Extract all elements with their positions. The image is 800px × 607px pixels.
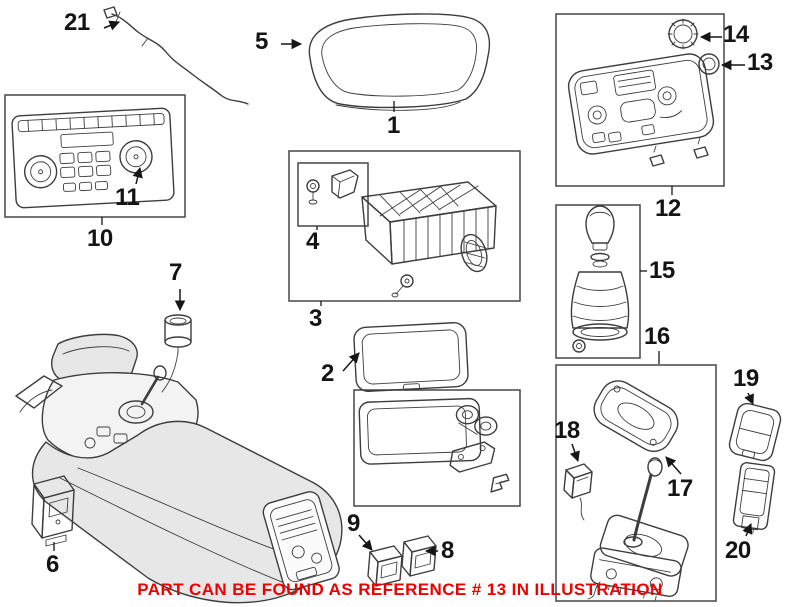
callout-5: 5: [255, 28, 268, 55]
power-outlet-drawing: [164, 314, 192, 354]
switch-9-drawing: [367, 545, 403, 587]
panel-20-drawing: [732, 462, 776, 534]
callout-16: 16: [644, 323, 670, 350]
group-box-16: [555, 364, 717, 602]
trim-19-drawing: [728, 402, 782, 462]
knob-14-drawing: [667, 18, 699, 50]
callout-13: 13: [747, 49, 773, 76]
switch-6-drawing: [31, 475, 75, 547]
storage-tray-drawing: [353, 322, 469, 392]
callout-18: 18: [554, 417, 580, 444]
center-console-drawing: [15, 333, 343, 604]
callout-11: 11: [115, 184, 140, 211]
bracket-kit-drawing: [306, 169, 359, 205]
callout-12: 12: [655, 195, 681, 222]
armrest-base-drawing: [358, 397, 510, 493]
callout-20: 20: [725, 537, 751, 564]
callout-6: 6: [46, 551, 59, 578]
callout-21: 21: [64, 9, 90, 36]
group-boxes: [4, 13, 725, 602]
callout-7: 7: [169, 259, 182, 286]
switch-8-drawing: [401, 535, 437, 577]
overhead-console-drawing: [567, 53, 715, 167]
callout-2: 2: [321, 360, 334, 387]
reference-note: PART CAN BE FOUND AS REFERENCE # 13 IN I…: [137, 580, 663, 599]
leader-lines: [53, 101, 673, 551]
cable-21-drawing: [103, 6, 249, 105]
callout-14: 14: [723, 21, 749, 48]
callout-15: 15: [649, 257, 675, 284]
group-box-12: [555, 13, 725, 187]
callout-1: 1: [387, 112, 400, 139]
shift-plate-drawing: [593, 380, 679, 453]
callout-9: 9: [347, 510, 360, 537]
group-box-10: [4, 94, 186, 218]
callout-19: 19: [733, 365, 759, 392]
switch-18-drawing: [563, 463, 593, 521]
callout-17: 17: [667, 475, 693, 502]
group-box-armrest-base: [353, 389, 521, 507]
callout-10: 10: [87, 225, 113, 252]
callout-4: 4: [306, 228, 319, 255]
group-box-3: [288, 150, 521, 302]
callout-3: 3: [309, 305, 322, 332]
shifter-assembly-drawing: [587, 457, 689, 601]
armrest-lid-drawing: [308, 13, 491, 111]
climate-control-drawing: [11, 107, 175, 209]
callout-8: 8: [441, 537, 454, 564]
shift-knob-boot-drawing: [570, 205, 630, 353]
group-box-4: [297, 162, 369, 227]
console-insert-drawing: [361, 181, 497, 298]
knob-13-drawing: [698, 53, 720, 75]
group-box-15: [555, 204, 641, 359]
leader-arrows: [103, 20, 754, 557]
